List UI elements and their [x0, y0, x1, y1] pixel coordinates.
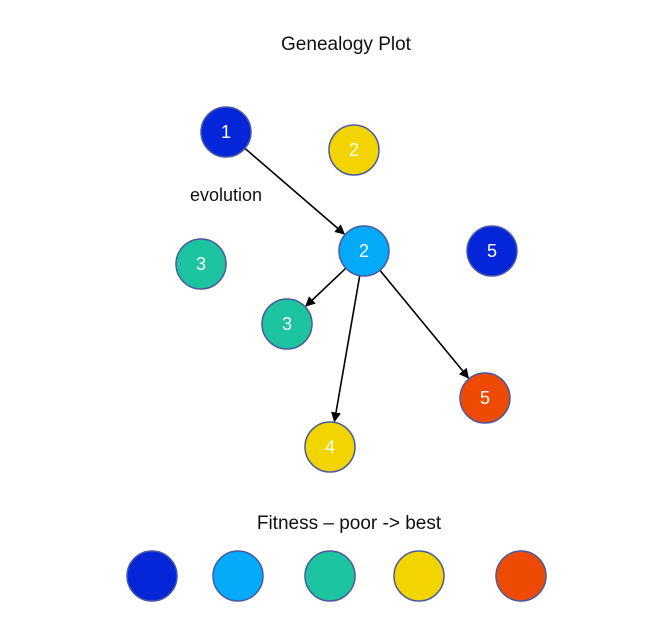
- node-label: 5: [480, 388, 490, 408]
- node-circle: [175, 238, 227, 290]
- edge-arrow-n1-to-n2b: [244, 147, 346, 235]
- node-n2b: 2: [338, 225, 390, 277]
- node-circle: [338, 225, 390, 277]
- legend-swatch-fitness-5: [495, 550, 547, 602]
- node-n4: 4: [304, 421, 356, 473]
- node-n3a: 3: [175, 238, 227, 290]
- node-n2a: 2: [328, 124, 380, 176]
- node-label: 3: [196, 254, 206, 274]
- node-circle: [466, 225, 518, 277]
- node-n1: 1: [200, 106, 252, 158]
- edge-label-evolution: evolution: [190, 185, 262, 205]
- edge-arrow-n2b-to-n5b: [379, 269, 470, 379]
- diagram-title: Genealogy Plot: [281, 34, 412, 55]
- fitness-legend: [126, 550, 547, 602]
- edge-arrow-n2b-to-n4: [331, 275, 361, 423]
- node-label: 3: [282, 314, 292, 334]
- node-n5a: 5: [466, 225, 518, 277]
- legend-swatch-fitness-4: [393, 550, 445, 602]
- node-label: 1: [221, 122, 231, 142]
- node-label: 2: [349, 140, 359, 160]
- node-n3b: 3: [261, 298, 313, 350]
- node-circle: [328, 124, 380, 176]
- edge-arrow-n2b-to-n3b: [305, 267, 347, 307]
- node-label: 4: [325, 437, 335, 457]
- node-n5b: 5: [459, 372, 511, 424]
- legend-swatch-fitness-2: [212, 550, 264, 602]
- node-circle: [200, 106, 252, 158]
- legend-swatch-fitness-3: [304, 550, 356, 602]
- node-circle: [459, 372, 511, 424]
- legend-swatch-fitness-1: [126, 550, 178, 602]
- node-circle: [261, 298, 313, 350]
- node-circle: [304, 421, 356, 473]
- edges-group: [244, 147, 470, 423]
- legend-title: Fitness – poor -> best: [257, 513, 442, 534]
- nodes-group: 1 2 3 2 5 3 5 4: [175, 106, 518, 473]
- node-label: 2: [359, 241, 369, 261]
- node-label: 5: [487, 241, 497, 261]
